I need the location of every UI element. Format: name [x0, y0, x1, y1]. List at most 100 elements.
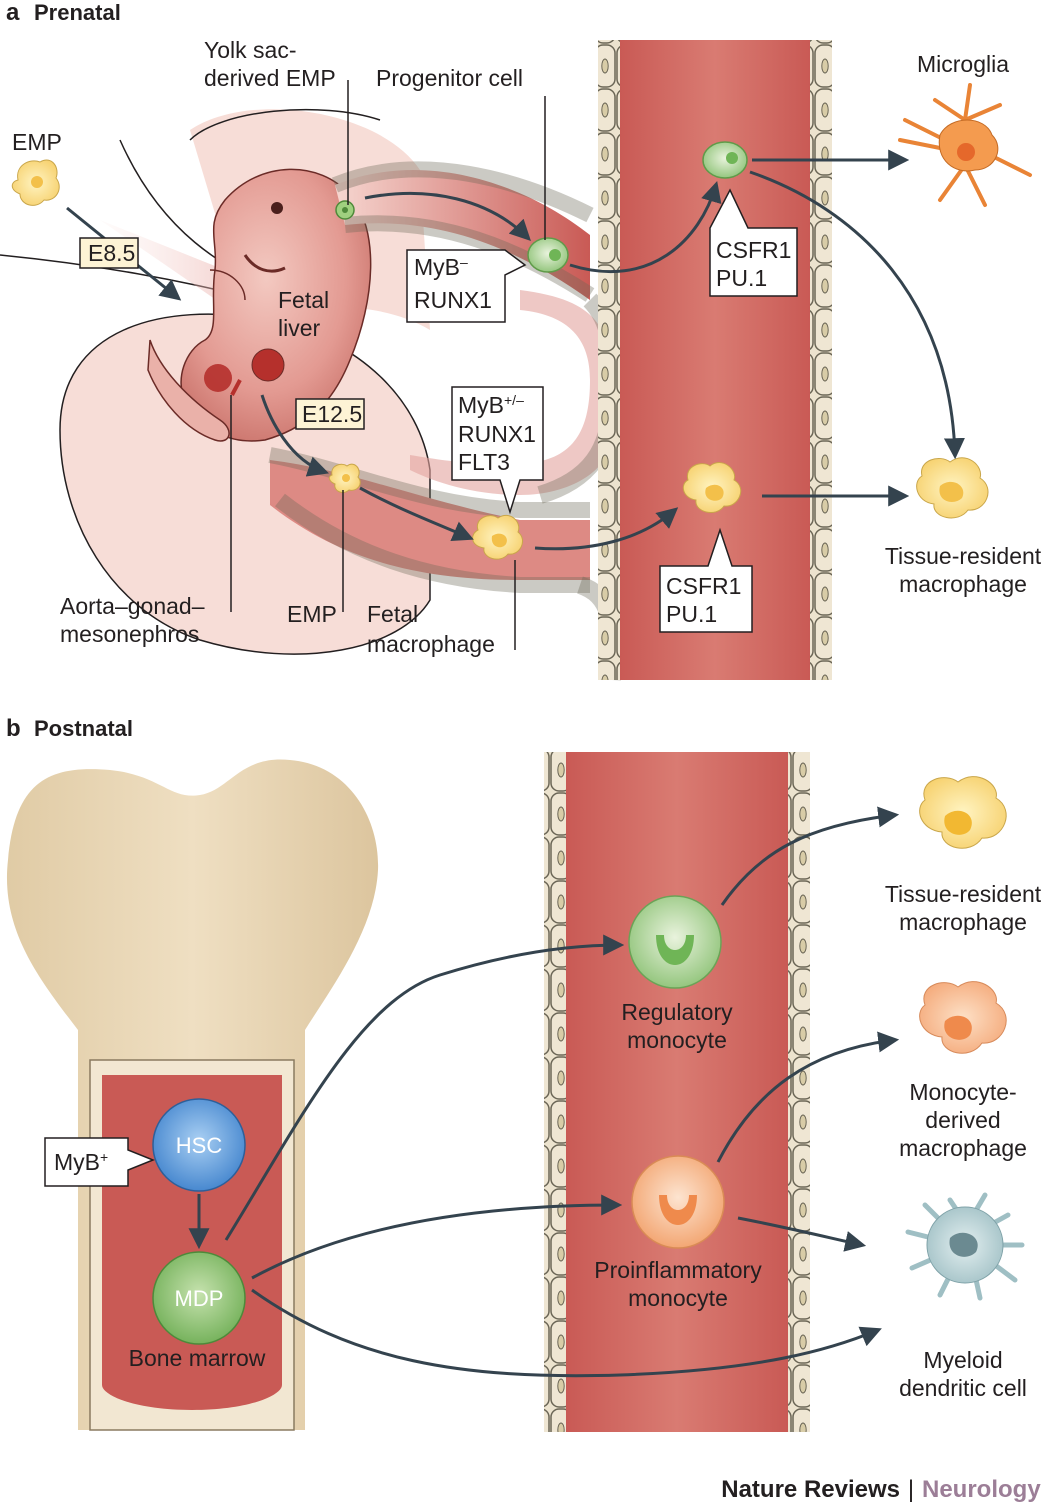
main-vessel-a-wall-left: [598, 40, 620, 680]
arrow-emp-to-fetal-mac: [359, 486, 474, 541]
proinflammatory-monocyte-label-1: Proinflammatory: [594, 1257, 762, 1283]
myb-minus-line-2: RUNX1: [414, 287, 492, 313]
main-vessel-b-wall-right: [788, 752, 810, 1432]
aorta-label-1: Aorta–gonad–: [60, 593, 205, 619]
macrophage-in-vessel: [682, 462, 742, 514]
loop-vessel: [410, 290, 610, 495]
embryo-eye: [271, 202, 283, 214]
csfr1-bottom-line-1: CSFR1: [666, 573, 741, 599]
embryo-arm: [209, 269, 246, 301]
csfr1-top-line-1: CSFR1: [716, 237, 791, 263]
arrow-to-tissue-macrophage-curved: [749, 170, 965, 460]
regulatory-monocyte-label-1: Regulatory: [621, 999, 733, 1025]
tissue-resident-macrophage-b: [919, 776, 1007, 849]
fetal-liver-organ: [251, 348, 285, 382]
csfr1-top-line-2: PU.1: [716, 265, 767, 291]
fetal-mac-label-2: macrophage: [367, 631, 495, 657]
footer-section: Neurology: [922, 1476, 1041, 1503]
arrow-mdp-to-dendritic: [251, 1288, 882, 1378]
emp-bottom-label: EMP: [287, 601, 337, 627]
mdp-cell: MDP: [152, 1251, 246, 1345]
bone-marrow-label: Bone marrow: [129, 1345, 266, 1371]
myb-minus-callout: MyB– RUNX1: [406, 249, 527, 323]
main-vessel-b: [566, 752, 788, 1432]
yolk-sac-label-1: Yolk sac-: [204, 37, 296, 63]
microglia-cell: [898, 83, 1032, 207]
arrow-mdp-to-regulatory: [224, 934, 625, 1241]
fetal-liver-label-1: Fetal: [278, 287, 329, 313]
myb-minus-line-1: MyB–: [414, 254, 468, 280]
vessel-branch-bottom-wall-1: [268, 447, 590, 518]
embryo-mouth: [243, 254, 286, 273]
emp-cell-top: [11, 159, 60, 206]
regulatory-monocyte-label-2: monocyte: [627, 1027, 727, 1053]
csfr1-bottom-line-2: PU.1: [666, 601, 717, 627]
agm-tube: [230, 379, 242, 396]
monocyte-derived-macrophage: [919, 981, 1007, 1054]
hsc-label: HSC: [176, 1133, 223, 1158]
myb-minus-text: MyB: [414, 254, 460, 280]
arrow-mdp-to-proinflammatory: [251, 1194, 623, 1280]
tissue-resident-label-a-2: macrophage: [899, 571, 1027, 597]
progenitor-cell-vessel: [702, 141, 748, 179]
arrow-regulatory-to-tissue-mac: [720, 806, 900, 906]
microglia-label: Microglia: [917, 51, 1009, 77]
arrow-proinflammatory-to-dendritic: [737, 1216, 867, 1252]
e125-tag: E12.5: [295, 398, 365, 430]
fetal-liver-label-2: liver: [278, 315, 321, 341]
main-vessel-b-wall-left: [544, 752, 566, 1432]
myb-minus-sup: –: [460, 254, 468, 270]
fetal-macrophage-cell: [472, 514, 523, 560]
myb-pm-text: MyB: [458, 392, 504, 418]
footer-separator: |: [908, 1476, 914, 1503]
panel-a: a Prenatal: [0, 0, 1042, 681]
arrow-agm-to-emp: [260, 394, 329, 477]
csfr1-bottom-callout: CSFR1 PU.1: [659, 527, 753, 633]
progenitor-label: Progenitor cell: [376, 65, 523, 91]
myb-plus-callout: MyB+: [44, 1137, 156, 1187]
progenitor-cell: [527, 237, 569, 273]
yolk-sac-label-2: derived EMP: [204, 65, 336, 91]
myb-pm-callout: MyB+/– RUNX1 FLT3: [451, 386, 544, 515]
aorta-label-2: mesonephros: [60, 621, 199, 647]
vessel-branch-top-wall-2: [344, 215, 595, 302]
main-vessel-a-wall-right: [810, 40, 832, 680]
myb-pm-sup: +/–: [504, 392, 524, 408]
hsc-cell: HSC: [152, 1098, 246, 1192]
tissue-resident-label-b-1: Tissue-resident: [885, 881, 1042, 907]
arrow-fetal-mac-to-vessel: [534, 507, 679, 551]
e85-tag: E8.5: [79, 237, 139, 269]
tissue-resident-macrophage-a: [916, 457, 989, 519]
footer-journal: Nature Reviews: [721, 1476, 900, 1503]
emp-top-label: EMP: [12, 129, 62, 155]
arrow-progenitor-to-vessel: [569, 180, 722, 274]
myeloid-dendritic-cell: [905, 1192, 1025, 1301]
monocyte-derived-label-3: macrophage: [899, 1135, 1027, 1161]
proinflammatory-monocyte-label-2: monocyte: [628, 1285, 728, 1311]
myb-plus-line: MyB+: [54, 1149, 108, 1175]
e125-label: E12.5: [302, 401, 362, 427]
yolk-sac-outline: [189, 108, 381, 141]
myb-pm-line-3: FLT3: [458, 449, 510, 475]
yolk-sac-emp-cell: [335, 200, 355, 220]
arrow-yolksac-to-progenitor: [364, 191, 531, 241]
monocyte-derived-label-1: Monocyte-: [909, 1079, 1016, 1105]
fetal-mac-label-1: Fetal: [367, 601, 418, 627]
csfr1-top-callout: CSFR1 PU.1: [709, 188, 798, 297]
panel-b-title: Postnatal: [34, 716, 133, 741]
arrow-proinflammatory-to-mono-mac: [716, 1031, 900, 1163]
footer: Nature Reviews | Neurology: [721, 1476, 1041, 1503]
myeloid-label-1: Myeloid: [923, 1347, 1002, 1373]
myb-pm-line-1: MyB+/–: [458, 392, 524, 418]
myb-plus-text: MyB: [54, 1149, 100, 1175]
vessel-branch-top-wall-1: [331, 161, 594, 223]
vessel-branch-top: [335, 169, 590, 300]
mdp-label: MDP: [175, 1286, 224, 1311]
myb-pm-line-2: RUNX1: [458, 421, 536, 447]
panel-a-letter: a: [6, 0, 20, 26]
embryo-limb: [147, 339, 230, 442]
panel-a-title: Prenatal: [34, 0, 121, 25]
panel-b-letter: b: [6, 715, 21, 742]
agm-organ: [204, 364, 232, 392]
